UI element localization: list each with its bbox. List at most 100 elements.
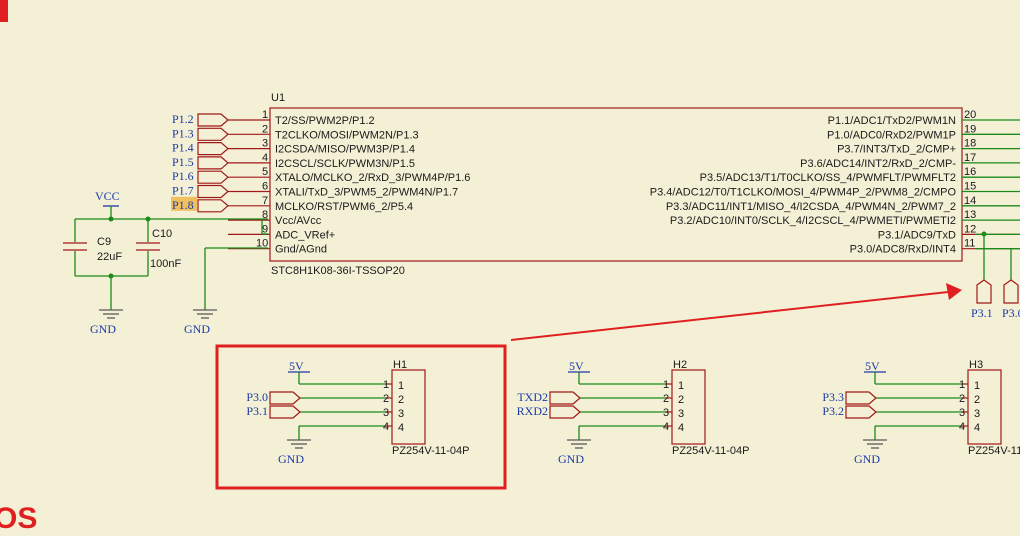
u1-pin-name: P3.2/ADC10/INT0/SCLK_4/I2CSCL_4/PWMETI/P… [670,215,956,227]
net-flag [197,113,229,127]
net-label: P1.6 [172,169,194,183]
gnd-symbol-u1 [193,309,217,319]
right-wires [975,233,1020,250]
u1-pin-number: 3 [262,138,268,150]
port-label-p31: P3.1 [971,306,993,320]
net-flag [549,391,581,405]
gnd-label-u1: GND [184,322,210,336]
header-pin-inner-num: 1 [974,380,980,392]
header-pin-inner-num: 1 [678,380,684,392]
u1-pin-number: 4 [262,152,268,164]
u1-pin-number: 5 [262,166,268,178]
u1-pin-name: Vcc/AVcc [275,215,322,227]
c9-ref: C9 [97,236,111,248]
c10-value: 100nF [150,258,181,270]
net-label: P1.8 [172,198,194,212]
u1-pin-number: 19 [964,123,976,135]
header-body [671,369,706,445]
c10-ref: C10 [152,228,172,240]
header-pin-outer-num: 3 [383,407,389,419]
u1-pin-name: P3.0/ADC8/RxD/INT4 [850,244,956,256]
u1-pin-number: 16 [964,166,976,178]
net-flag [845,391,877,405]
u1-pin-name: P3.5/ADC13/T1/T0CLKO/SS_4/PWMFLT/PWMFLT2 [700,172,956,184]
corner-fragment-top [0,0,8,22]
u1-pin-number: 17 [964,152,976,164]
u1-pin-name: P3.6/ADC14/INT2/RxD_2/CMP- [800,158,956,170]
net-flag [845,405,877,419]
header-pin-inner-num: 4 [398,422,404,434]
gnd-label: GND [558,452,584,466]
header-pin-outer-num: 1 [663,379,669,391]
header-part: PZ254V-11-04P [392,445,469,457]
header-pin-inner-num: 4 [974,422,980,434]
u1-pin-number: 13 [964,209,976,221]
right-port-flags: P3.1 P3.0 [971,231,1020,320]
net-label: P1.7 [172,184,194,198]
header-pin-inner-num: 1 [398,380,404,392]
header-pin-inner-num: 3 [678,408,684,420]
u1-pin-name: I2CSDA/MISO/PWM3P/P1.4 [275,144,415,156]
net-flag [197,156,229,170]
annotation-arrow-line [510,291,949,341]
header-pin-inner-num: 3 [398,408,404,420]
header-body [391,369,426,445]
net-label: P1.4 [172,141,194,155]
u1-pin-name: XTALO/MCLKO_2/RxD_3/PWM4P/P1.6 [275,172,470,184]
net-label: RXD2 [517,404,548,418]
u1-pin-name: P3.1/ADC9/TxD [878,229,956,241]
u1-pin-number: 1 [262,109,268,121]
u1-pin-name: P1.1/ADC1/TxD2/PWM1N [828,115,956,127]
net-flag [269,405,301,419]
header-pin-inner-num: 2 [974,394,980,406]
u1-pin-name: P3.7/INT3/TxD_2/CMP+ [837,144,956,156]
u1-pin-name: MCLKO/RST/PWM6_2/P5.4 [275,201,413,213]
header-pin-outer-num: 3 [959,407,965,419]
u1-part: STC8H1K08-36I-TSSOP20 [271,265,405,277]
header-pin-outer-num: 2 [959,393,965,405]
header-part: PZ254V-11-04P [968,445,1020,457]
header-part: PZ254V-11-04P [672,445,749,457]
header-pin-outer-num: 2 [383,393,389,405]
net-flag [197,199,229,213]
gnd-label-caps: GND [90,322,116,336]
header-pin-inner-num: 4 [678,422,684,434]
header-pin-outer-num: 4 [383,421,389,433]
u1-pin-number: 14 [964,195,976,207]
header-body [967,369,1002,445]
u1-pin-number: 20 [964,109,976,121]
net-label: P3.1 [246,404,268,418]
header-pin-inner-num: 2 [398,394,404,406]
highlight-box [215,344,507,490]
net-label: P3.2 [822,404,844,418]
header-pin-inner-num: 3 [974,408,980,420]
u1-pin-number: 7 [262,195,268,207]
u1-pin-number: 10 [256,238,268,250]
u1-pin-name: T2CLKO/MOSI/PWM2N/P1.3 [275,129,419,141]
u1-pin-number: 12 [964,223,976,235]
header-ref: H2 [673,359,687,371]
u1-pin-number: 15 [964,181,976,193]
header-pin-outer-num: 1 [383,379,389,391]
header-pin-outer-num: 4 [663,421,669,433]
u1-pin-number: 8 [262,209,268,221]
power-5v-label: 5V [865,359,880,373]
net-flag [197,170,229,184]
net-label: TXD2 [517,390,548,404]
u1-right-pins: 20P1.1/ADC1/TxD2/PWM1N19P1.0/ADC0/RxD2/P… [650,109,1020,256]
u1-body [269,107,963,262]
left-net-flags: P1.2P1.3P1.4P1.5P1.6P1.7P1.8 [171,112,229,213]
header-pin-outer-num: 3 [663,407,669,419]
net-flag [197,142,229,156]
u1-pin-number: 18 [964,138,976,150]
net-label: P1.2 [172,112,194,126]
u1-pin-name: T2/SS/PWM2P/P1.2 [275,115,375,127]
u1-pin-name: P3.4/ADC12/T0/T1CLKO/MOSI_4/PWM4P_2/PWM8… [650,187,957,199]
